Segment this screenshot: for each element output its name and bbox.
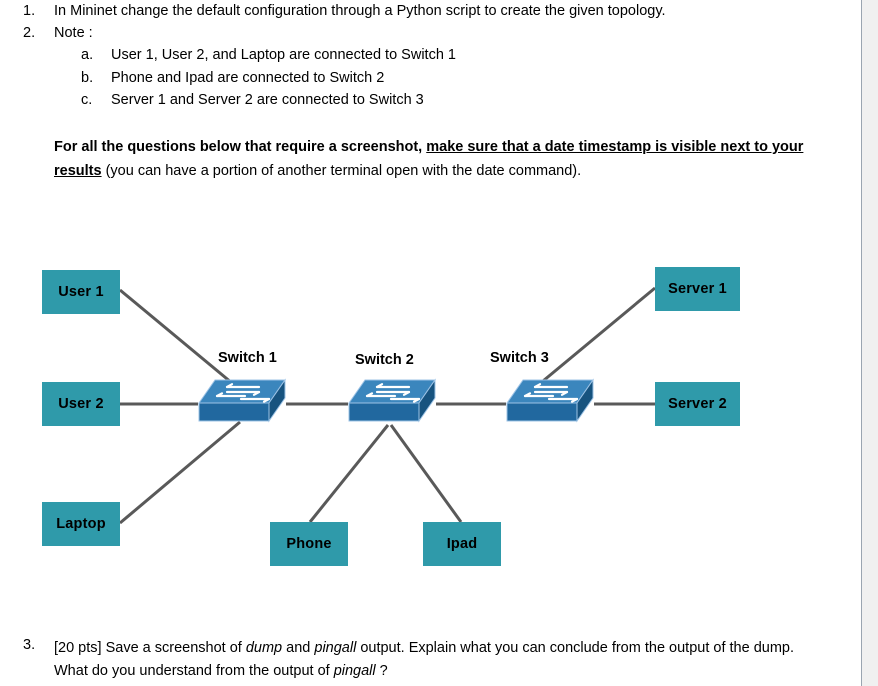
host-label-laptop: Laptop xyxy=(56,516,106,532)
sublist-text-c: Server 1 and Server 2 are connected to S… xyxy=(111,92,424,108)
sublist-text-b: Phone and Ipad are connected to Switch 2 xyxy=(111,70,385,86)
sublist-text-a: User 1, User 2, and Laptop are connected… xyxy=(111,47,456,63)
host-node-server2[interactable]: Server 2 xyxy=(655,382,740,426)
question3-text: [20 pts] Save a screenshot of dump and p… xyxy=(54,637,814,683)
host-label-server1: Server 1 xyxy=(668,281,727,297)
list-text-2: Note : xyxy=(54,25,93,41)
switch-label-2: Switch 2 xyxy=(355,352,414,368)
q3-part2: and xyxy=(282,640,315,656)
link-laptop-switch1 xyxy=(119,420,241,525)
host-label-user1: User 1 xyxy=(58,284,104,300)
q3-part3: output. Explain what you can conclude fr… xyxy=(54,640,794,679)
switch-label-3: Switch 3 xyxy=(490,350,549,366)
list-marker-1: 1. xyxy=(23,3,36,19)
q3-italic-dump: dump xyxy=(245,640,283,656)
sublist-marker-a: a. xyxy=(81,47,94,63)
sublist-marker-b: b. xyxy=(81,70,94,86)
question3-marker: 3. xyxy=(23,637,36,653)
host-node-laptop[interactable]: Laptop xyxy=(42,502,120,546)
host-node-user2[interactable]: User 2 xyxy=(42,382,120,426)
instruction-lead: For all the questions below that require… xyxy=(54,139,427,155)
host-node-server1[interactable]: Server 1 xyxy=(655,267,740,311)
instruction-underlined: make sure that a date timestamp is visib… xyxy=(54,139,804,179)
host-label-phone: Phone xyxy=(286,536,332,552)
switch-label-1: Switch 1 xyxy=(218,350,277,366)
instruction-tail: (you can have a portion of another termi… xyxy=(101,163,582,179)
host-label-user2: User 2 xyxy=(58,396,104,412)
timestamp-instruction-paragraph: For all the questions below that require… xyxy=(54,135,814,183)
page-gutter xyxy=(863,0,878,686)
host-label-server2: Server 2 xyxy=(668,396,727,412)
q3-part4: ? xyxy=(375,663,388,679)
switch-icon-3[interactable] xyxy=(505,376,595,428)
host-node-ipad[interactable]: Ipad xyxy=(423,522,501,566)
sublist-marker-c: c. xyxy=(81,92,93,108)
q3-italic-pingall: pingall xyxy=(314,640,357,656)
q3-part1: [20 pts] Save a screenshot of xyxy=(54,640,246,656)
link-phone-switch2 xyxy=(308,424,390,523)
link-user1-switch1 xyxy=(119,288,233,385)
switch-icon-1[interactable] xyxy=(197,376,287,428)
link-ipad-switch2 xyxy=(389,424,463,523)
q3-italic-pingall-2: pingall xyxy=(333,663,376,679)
host-node-user1[interactable]: User 1 xyxy=(42,270,120,314)
host-label-ipad: Ipad xyxy=(446,536,478,552)
list-text-1: In Mininet change the default configurat… xyxy=(54,3,666,19)
link-server1-switch3 xyxy=(542,286,656,383)
host-node-phone[interactable]: Phone xyxy=(270,522,348,566)
switch-icon-2[interactable] xyxy=(347,376,437,428)
list-marker-2: 2. xyxy=(23,25,36,41)
